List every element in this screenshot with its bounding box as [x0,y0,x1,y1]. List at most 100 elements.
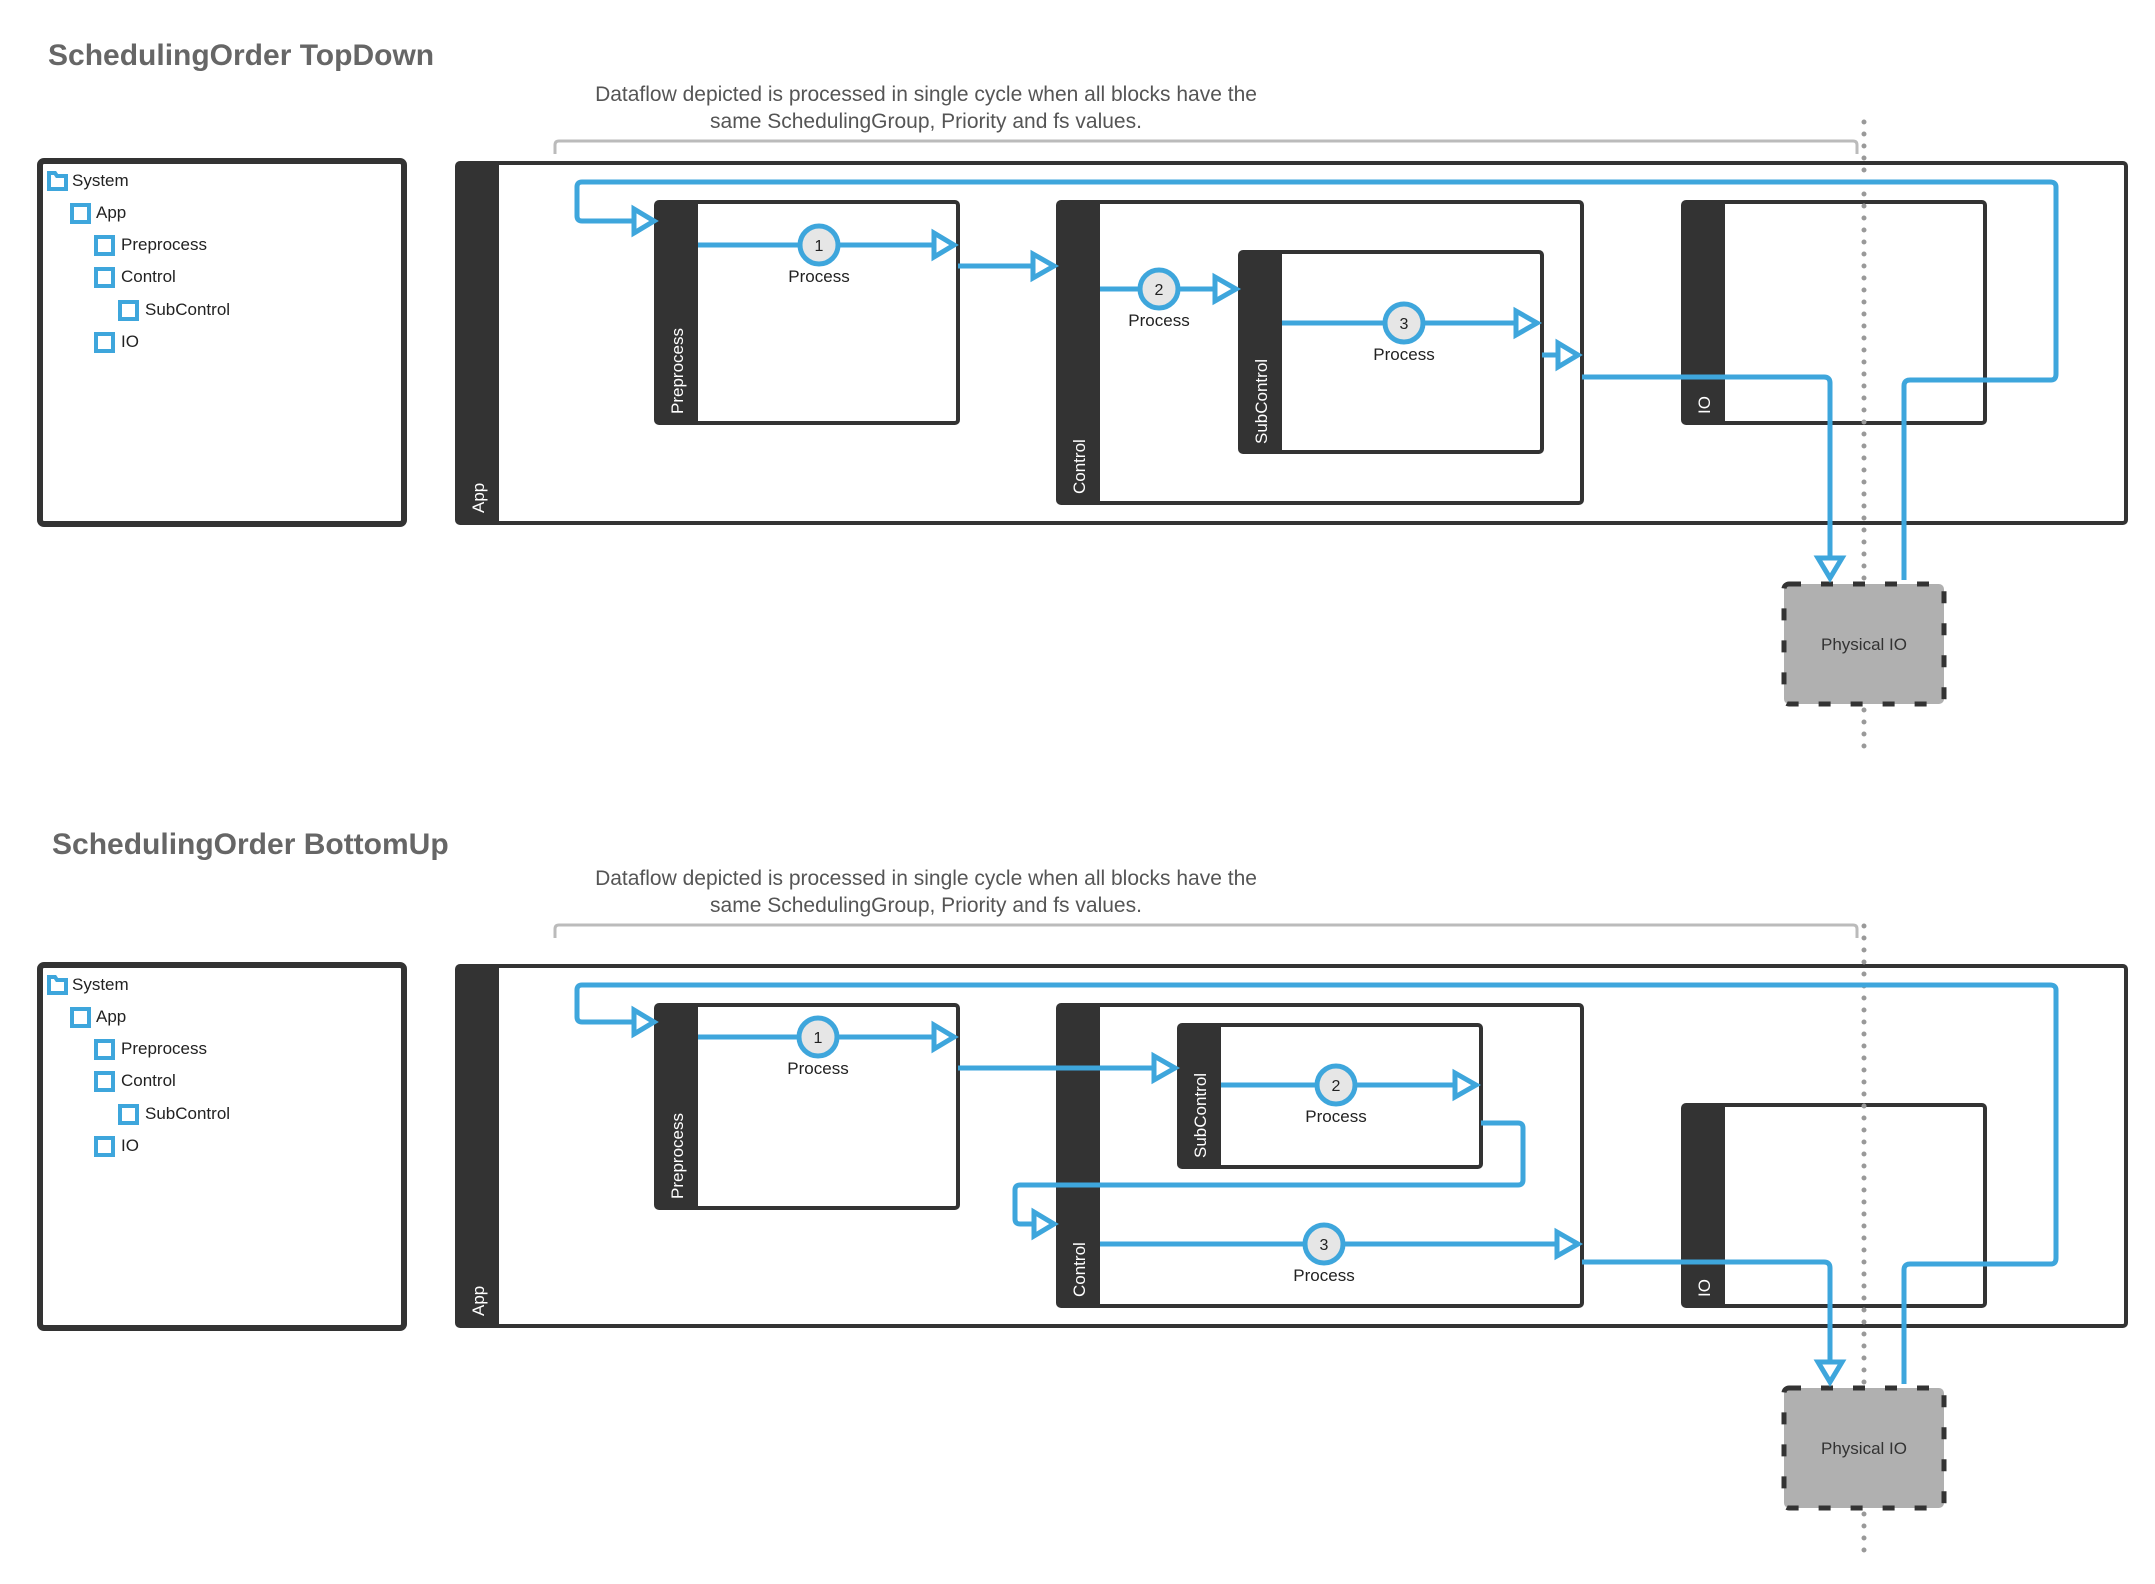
arrow-out-control [1555,338,1583,372]
process-node-3[interactable]: 3 Process [1373,301,1435,364]
tree-item-io[interactable]: IO [94,1136,139,1157]
subsystem-icon [118,1104,139,1125]
arrow-into-control [1030,249,1060,283]
arrow-into-physical-io [1813,555,1847,583]
arrow-out-subcontrol [1513,306,1543,340]
note-line-2: same SchedulingGroup, Priority and fs va… [710,894,1142,917]
io-bar [1683,1105,1725,1306]
app-bar [457,163,499,523]
tree-item-app[interactable]: App [70,203,126,224]
folder-icon [47,975,68,995]
process-order-badge [1382,301,1426,345]
process-label: Process [1373,345,1434,364]
process-order-badge [1314,1063,1358,1107]
io-frame [1681,200,1987,425]
process-order: 2 [1332,1078,1341,1095]
dataflow [574,982,2059,1387]
tree-item-label: System [72,975,129,994]
tree-item-label: SubControl [145,300,230,319]
output-line [1582,374,1833,556]
model-tree: System App Preprocess Control SubControl… [37,962,407,1331]
tree-item-subcontrol[interactable]: SubControl [118,1104,230,1125]
scope-bracket [553,139,1859,154]
feedback-line [574,179,2059,580]
subcontrol-bar [1179,1025,1221,1167]
process-order: 2 [1155,282,1164,299]
arrow-out-control [1554,1227,1584,1261]
process-node-3[interactable]: 3 Process [1293,1222,1355,1285]
block-preprocess[interactable]: Preprocess [654,1003,960,1210]
tree-item-preprocess[interactable]: Preprocess [94,235,207,256]
process-node-2[interactable]: 2 Process [1128,267,1190,330]
subsystem-icon [70,203,91,224]
process-label: Process [1128,311,1189,330]
note-line-2: same SchedulingGroup, Priority and fs va… [710,110,1142,133]
process-label: Process [1305,1107,1366,1126]
tree-panel [37,962,407,1331]
physical-io-label: Physical IO [1821,1439,1907,1458]
app-bar [457,966,499,1326]
subsystem-icon [94,1136,115,1157]
arrow-into-subcontrol [1151,1051,1181,1085]
subcontrol-to-control-line [1012,1120,1526,1227]
tree-item-system[interactable]: System [47,975,129,995]
diagram-topdown: SchedulingOrder TopDown Dataflow depicte… [37,39,2128,753]
physical-io-box [1781,1385,1947,1511]
process-label: Process [1293,1266,1354,1285]
block-label: App [469,1286,488,1316]
tree-item-system[interactable]: System [47,171,129,191]
subsystem-icon [94,1039,115,1060]
block-label: Control [1070,1242,1089,1297]
tree-item-label: IO [121,1136,139,1155]
block-io[interactable]: IO [1681,200,1987,425]
subsystem-icon [94,267,115,288]
tree-item-preprocess[interactable]: Preprocess [94,1039,207,1060]
physical-io[interactable]: Physical IO [1781,1385,1947,1511]
tree-item-app[interactable]: App [70,1007,126,1028]
diagram-title: SchedulingOrder BottomUp [52,828,449,861]
block-label: SubControl [1252,359,1271,444]
preprocess-bar [656,1005,698,1208]
process-node-1[interactable]: 1 Process [788,223,850,286]
control-bar [1058,1005,1100,1306]
process-label: Process [787,1059,848,1078]
note-line-1: Dataflow depicted is processed in single… [595,83,1257,106]
tree-panel [37,158,407,527]
block-preprocess[interactable]: Preprocess [654,200,960,425]
diagram-title: SchedulingOrder TopDown [48,39,434,72]
subsystem-icon [70,1007,91,1028]
block-label: IO [1695,396,1714,414]
physical-io[interactable]: Physical IO [1781,581,1947,707]
tree-item-control[interactable]: Control [94,1071,176,1092]
tree-item-label: SubControl [145,1104,230,1123]
feedback-line [574,982,2059,1384]
subsystem-icon [94,332,115,353]
process-order-badge [1137,267,1181,311]
tree-item-label: App [96,1007,126,1026]
process-order: 3 [1320,1237,1329,1254]
preprocess-bar [656,202,698,423]
dataflow [574,179,2059,583]
arrow-into-subcontrol [1212,272,1242,306]
block-label: IO [1695,1279,1714,1297]
tree-item-subcontrol[interactable]: SubControl [118,300,230,321]
arrow-out-preprocess [931,1020,959,1054]
process-order-badge [796,1015,840,1059]
tree-item-io[interactable]: IO [94,332,139,353]
block-label: Preprocess [668,1113,687,1199]
block-subcontrol[interactable]: SubControl [1238,250,1544,454]
block-io[interactable]: IO [1681,1103,1987,1308]
block-label: App [469,483,488,513]
block-label: SubControl [1191,1073,1210,1158]
process-node-2[interactable]: 2 Process [1305,1063,1367,1126]
output-line [1582,1259,1833,1360]
process-node-1[interactable]: 1 Process [787,1015,849,1078]
tree-item-label: System [72,171,129,190]
control-bar [1058,202,1100,503]
io-bar [1683,202,1725,423]
process-order: 1 [814,1030,823,1047]
scope-bracket [553,923,1859,938]
process-order: 1 [815,238,824,255]
tree-item-control[interactable]: Control [94,267,176,288]
